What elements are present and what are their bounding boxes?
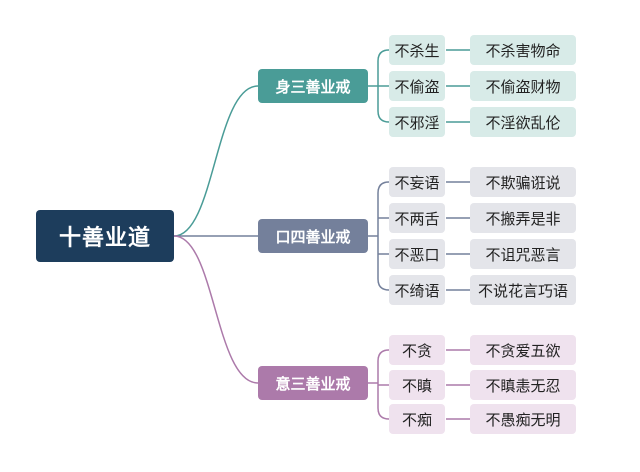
leaf-node[interactable]: 不贪 [389,335,445,365]
leaf-node[interactable]: 不偷盗 [389,71,445,101]
connector-group-2 [368,349,470,420]
detail-node[interactable]: 不贪爱五欲 [470,335,576,365]
detail-node[interactable]: 不说花言巧语 [470,275,576,305]
branch-node-speech[interactable]: 口四善业戒 [258,219,368,253]
connector-root-g2 [173,235,259,384]
branch-node-mind[interactable]: 意三善业戒 [258,366,368,400]
leaf-node[interactable]: 不两舌 [389,203,445,233]
root-node[interactable]: 十善业道 [36,210,174,262]
leaf-node[interactable]: 不绮语 [389,275,445,305]
detail-node[interactable]: 不搬弄是非 [470,203,576,233]
detail-node[interactable]: 不欺骗诳说 [470,167,576,197]
leaf-node[interactable]: 不瞋 [389,370,445,400]
detail-node[interactable]: 不淫欲乱伦 [470,107,576,137]
leaf-node[interactable]: 不杀生 [389,35,445,65]
detail-node[interactable]: 不诅咒恶言 [470,239,576,269]
leaf-node[interactable]: 不恶口 [389,239,445,269]
leaf-node[interactable]: 不痴 [389,404,445,434]
leaf-node[interactable]: 不邪淫 [389,107,445,137]
detail-node[interactable]: 不愚痴无明 [470,404,576,434]
detail-node[interactable]: 不杀害物命 [470,35,576,65]
connector-root-g0 [173,85,259,237]
connector-group-1 [368,181,470,291]
branch-node-body[interactable]: 身三善业戒 [258,69,368,103]
leaf-node[interactable]: 不妄语 [389,167,445,197]
connector-group-0 [368,49,470,123]
detail-node[interactable]: 不瞋恚无忍 [470,370,576,400]
detail-node[interactable]: 不偷盗财物 [470,71,576,101]
